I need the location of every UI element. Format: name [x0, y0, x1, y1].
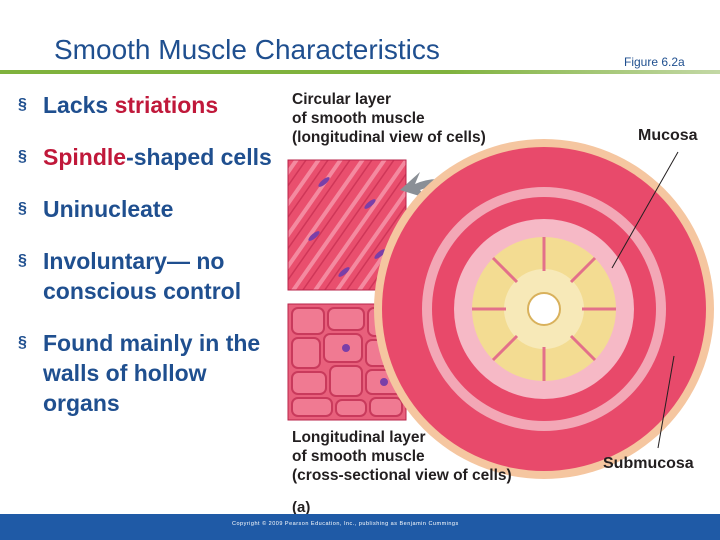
submucosa-leader-line — [657, 355, 675, 449]
longitudinal-layer-caption: Longitudinal layer of smooth muscle (cro… — [292, 428, 512, 485]
bullet-item-hollow-organs: § Found mainly in the walls of hollow or… — [16, 328, 278, 418]
bullet-symbol: § — [18, 96, 27, 113]
bullet-accent: striations — [114, 92, 219, 118]
circular-layer-caption: Circular layer of smooth muscle (longitu… — [292, 90, 486, 147]
bullet-text: -shaped cells — [126, 144, 272, 170]
caption-line: Longitudinal layer — [292, 429, 426, 446]
caption-line: (longitudinal view of cells) — [292, 129, 486, 146]
copyright-notice: Copyright © 2009 Pearson Education, Inc.… — [232, 521, 459, 527]
bullet-symbol: § — [18, 252, 27, 269]
bullet-list: § Lacks striations § Spindle-shaped cell… — [16, 90, 278, 440]
bullet-item-spindle: § Spindle-shaped cells — [16, 142, 278, 172]
intestine-cross-section — [374, 139, 714, 479]
bullet-text: Lacks — [43, 92, 115, 118]
footer-bar — [0, 514, 720, 540]
figure-illustration — [287, 139, 714, 479]
caption-line: (cross-sectional view of cells) — [292, 467, 512, 484]
bullet-accent: Spindle — [43, 144, 127, 170]
caption-line: of smooth muscle — [292, 448, 425, 465]
longitudinal-cells-panel — [287, 159, 407, 291]
bullet-item-involuntary: § Involuntary— no conscious control — [16, 246, 278, 306]
bullet-text: Found mainly in the walls of hollow orga… — [43, 330, 261, 416]
submucosa-label: Submucosa — [603, 455, 694, 472]
bullet-text: Involuntary— no conscious control — [43, 248, 242, 304]
mucosa-label: Mucosa — [638, 127, 698, 144]
bullet-symbol: § — [18, 334, 27, 351]
smooth-muscle-figure: Circular layer of smooth muscle (longitu… — [280, 86, 720, 516]
cross-section-cells-panel — [287, 303, 407, 421]
caption-line: Circular layer — [292, 91, 392, 108]
bullet-symbol: § — [18, 148, 27, 165]
bullet-text: Uninucleate — [43, 196, 174, 222]
figure-label: Figure 6.2a — [624, 55, 685, 69]
panel-label: (a) — [292, 499, 311, 516]
slide-title: Smooth Muscle Characteristics — [54, 34, 440, 65]
title-divider — [0, 70, 720, 74]
bullet-item-uninucleate: § Uninucleate — [16, 194, 278, 224]
bullet-symbol: § — [18, 200, 27, 217]
bullet-item-striations: § Lacks striations — [16, 90, 278, 120]
mucosa-leader-line — [611, 151, 679, 269]
caption-line: of smooth muscle — [292, 110, 425, 127]
